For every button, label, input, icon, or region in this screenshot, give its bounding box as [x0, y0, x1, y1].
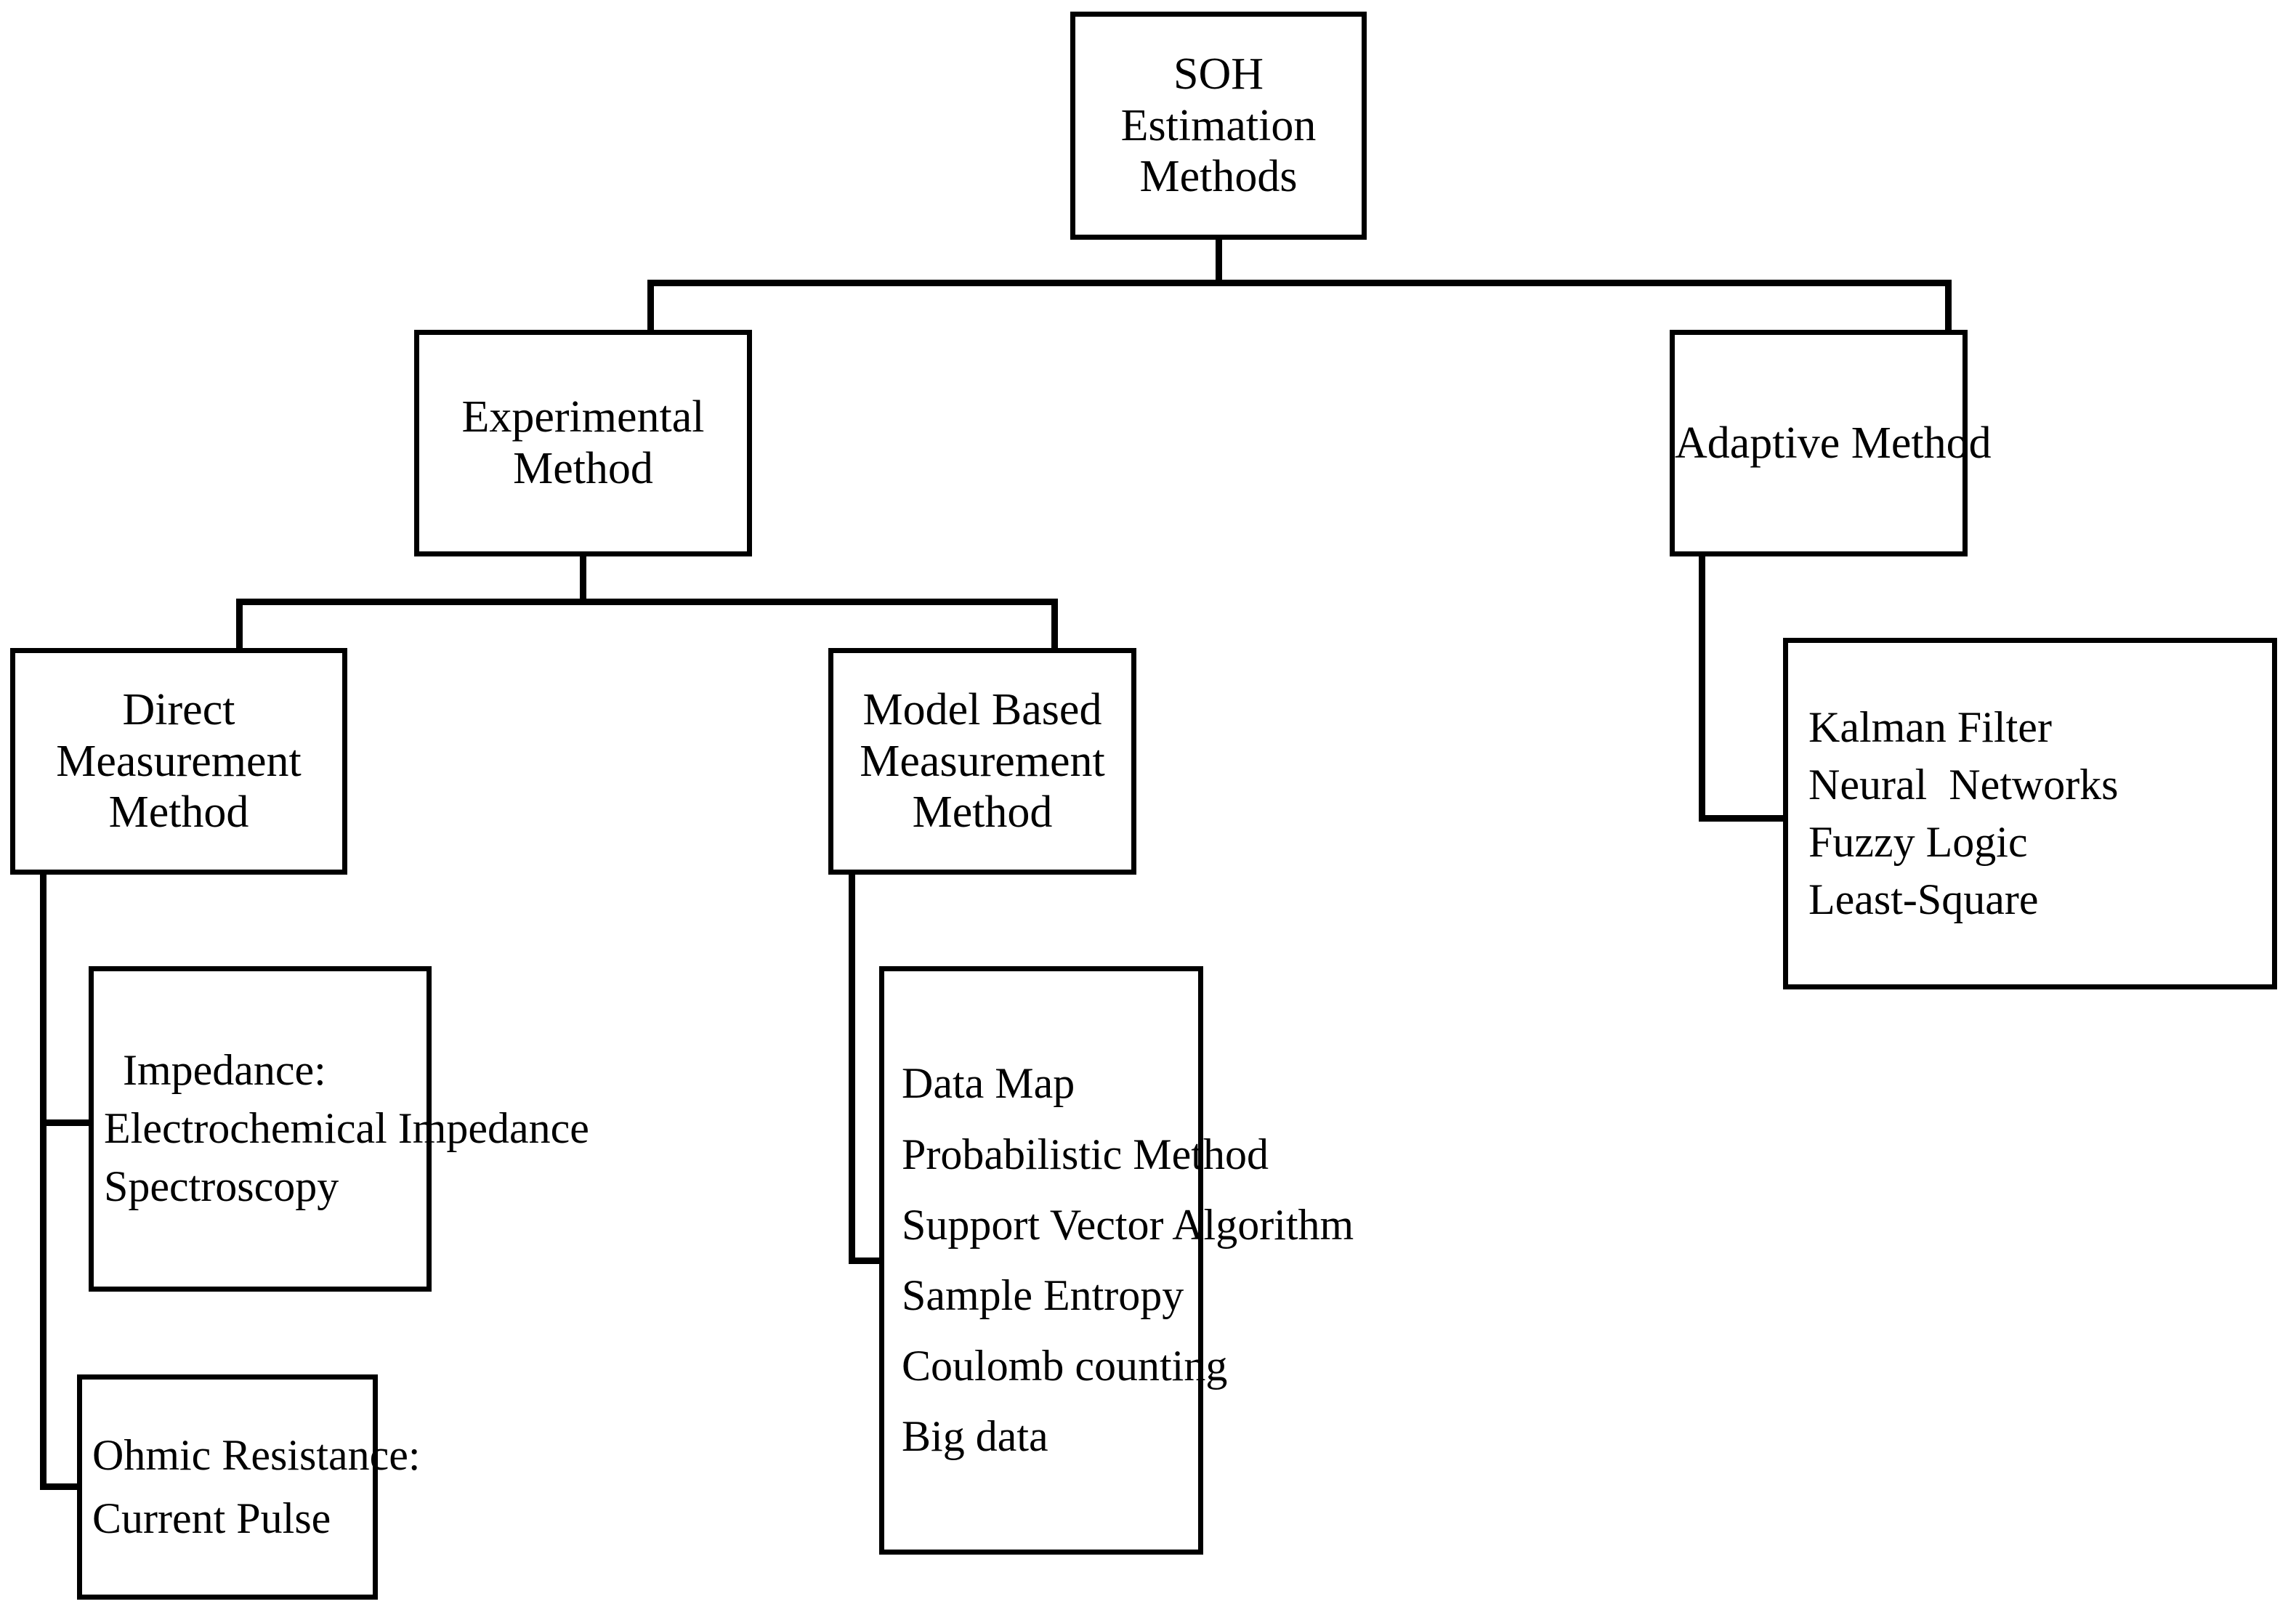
connector-to-experimental [647, 280, 654, 332]
list-item: Support Vector Algorithm [902, 1200, 1354, 1249]
connector-adaptive-rail [1699, 555, 1705, 821]
connector-experimental-stem [580, 555, 586, 602]
connector-to-direct [236, 599, 243, 651]
list-item: Data Map [902, 1059, 1075, 1108]
list-item: Coulomb counting [902, 1342, 1228, 1390]
connector-to-model-based [1051, 599, 1058, 651]
node-label-adaptive: Adaptive Method [1675, 418, 1992, 468]
list-item: Neural Networks [1808, 760, 2119, 809]
node-soh-estimation-methods[interactable]: SOH Estimation Methods [1070, 12, 1367, 240]
connector-direct-to-impedance [40, 1119, 92, 1126]
connector-root-stem [1216, 240, 1222, 285]
list-item: Impedance: [123, 1046, 326, 1095]
list-item: Electrochemical Impedance [104, 1104, 589, 1153]
connector-model-rail [849, 872, 855, 1264]
list-item: Current Pulse [92, 1494, 331, 1542]
list-item: Kalman Filter [1808, 702, 2052, 751]
list-item: Probabilistic Method [902, 1130, 1269, 1178]
list-item: Sample Entropy [902, 1271, 1184, 1319]
node-ohmic-resistance-methods[interactable]: Ohmic Resistance: Current Pulse [77, 1374, 421, 1600]
connector-level1-bus [647, 280, 1952, 286]
node-label-direct: Direct Measurement Method [56, 684, 302, 838]
connector-to-adaptive [1945, 280, 1952, 332]
connector-direct-to-ohmic [40, 1483, 82, 1490]
connector-adaptive-to-list [1699, 815, 1789, 822]
connector-model-to-list [849, 1257, 885, 1264]
connector-direct-rail [40, 872, 47, 1489]
node-label-root: SOH Estimation Methods [1120, 49, 1317, 202]
node-direct-measurement-method[interactable]: Direct Measurement Method [10, 648, 347, 875]
connector-level2-bus [236, 599, 1058, 605]
node-model-based-techniques[interactable]: Data Map Probabilistic Method Support Ve… [879, 966, 1354, 1555]
list-item: Least-Square [1808, 875, 2039, 924]
node-label-model-based: Model Based Measurement Method [860, 684, 1105, 838]
list-item: Big data [902, 1412, 1048, 1461]
node-impedance-methods[interactable]: Impedance: Electrochemical Impedance Spe… [89, 966, 589, 1292]
node-adaptive-techniques[interactable]: Kalman Filter Neural Networks Fuzzy Logi… [1783, 638, 2277, 989]
list-item: Ohmic Resistance: [92, 1431, 421, 1479]
list-item: Fuzzy Logic [1808, 818, 2028, 866]
node-experimental-method[interactable]: Experimental Method [414, 330, 752, 556]
list-item: Spectroscopy [104, 1162, 339, 1210]
node-adaptive-method[interactable]: Adaptive Method [1670, 330, 1992, 556]
node-label-experimental: Experimental Method [461, 392, 705, 493]
node-model-based-measurement-method[interactable]: Model Based Measurement Method [828, 648, 1136, 875]
